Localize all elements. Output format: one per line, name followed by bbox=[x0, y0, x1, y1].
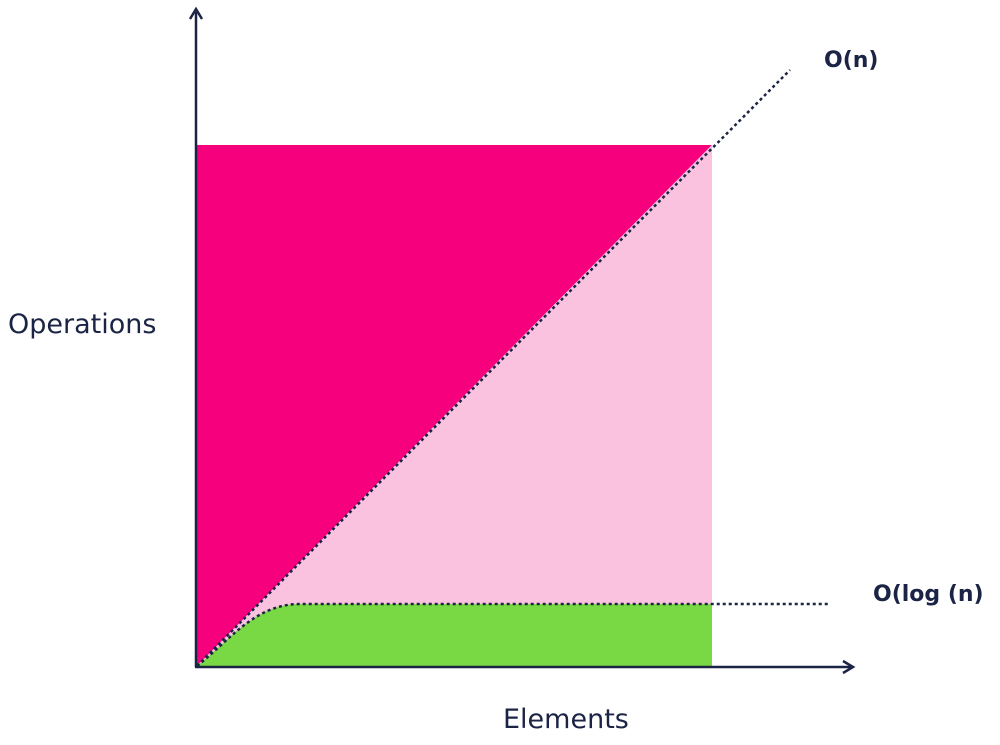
y-axis-arrow bbox=[188, 6, 204, 20]
linear-curve-line bbox=[196, 69, 791, 667]
log-curve-label: O(log (n) bbox=[873, 582, 984, 607]
region-below-log bbox=[197, 604, 712, 666]
y-axis-title: Operations bbox=[8, 309, 157, 340]
linear-curve-label: O(n) bbox=[824, 48, 879, 73]
log-curve-line bbox=[196, 602, 830, 667]
x-axis-title: Elements bbox=[503, 704, 629, 735]
x-axis-arrow bbox=[842, 659, 856, 675]
